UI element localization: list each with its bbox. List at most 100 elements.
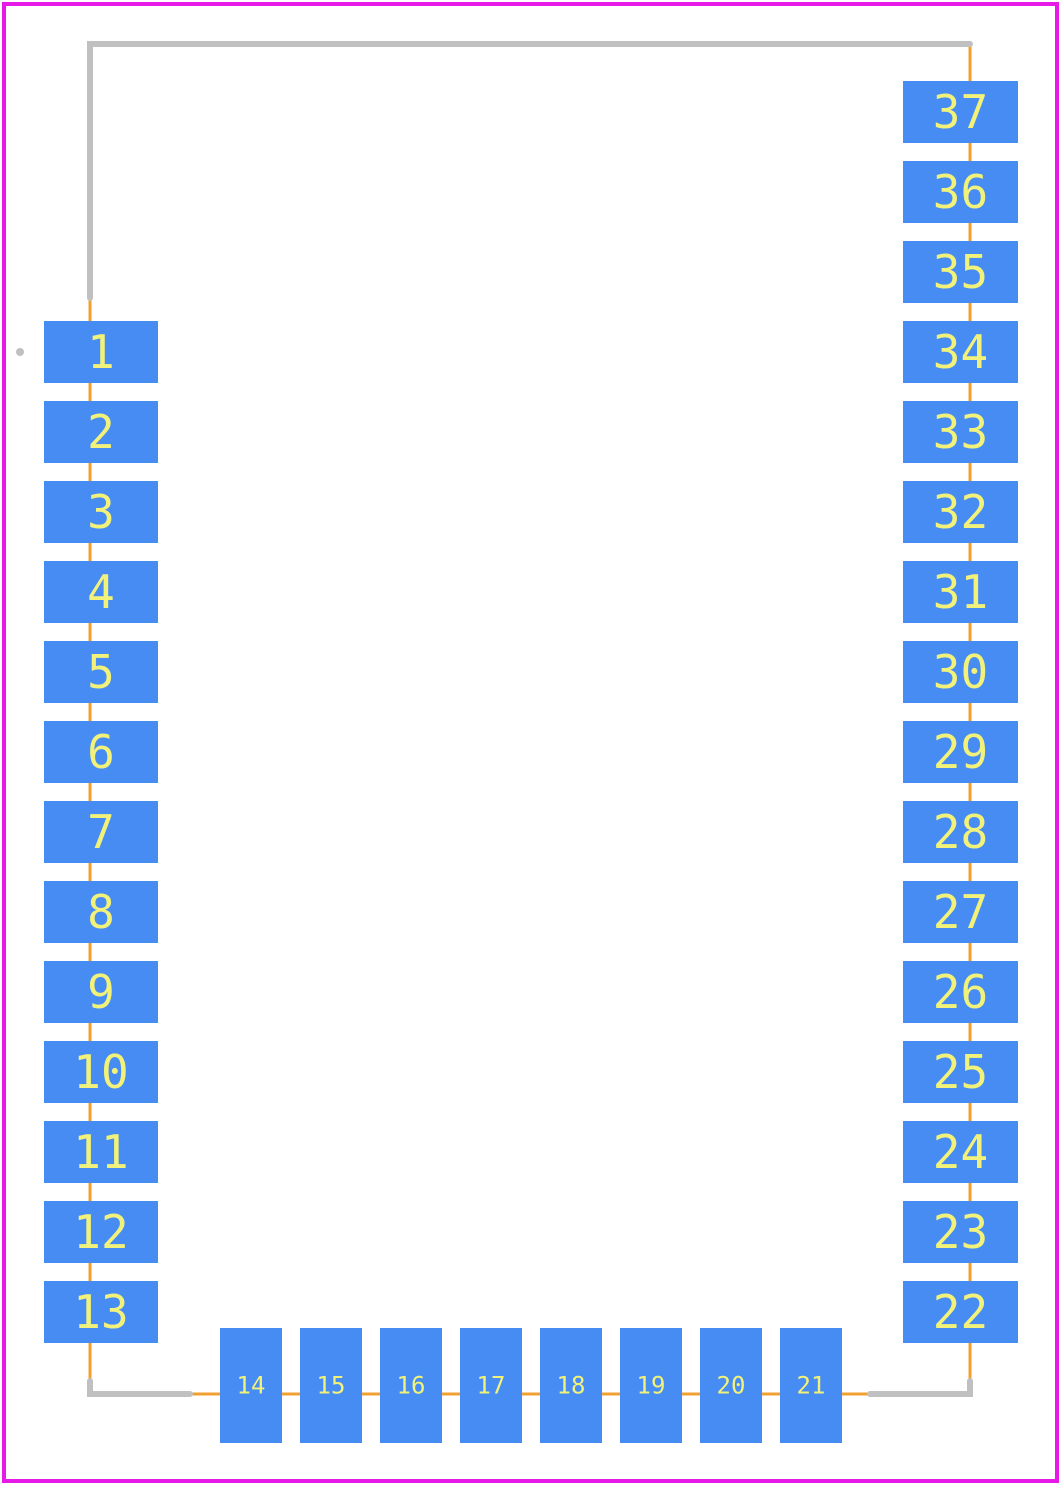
pad-label: 30 — [933, 645, 988, 699]
pad-26: 26 — [903, 961, 1018, 1023]
pad-label: 7 — [87, 805, 115, 859]
pad-7: 7 — [44, 801, 158, 863]
pad-5: 5 — [44, 641, 158, 703]
pad-label: 1 — [87, 325, 115, 379]
pad-13: 13 — [44, 1281, 158, 1343]
pad-23: 23 — [903, 1201, 1018, 1263]
pad-18: 18 — [540, 1328, 602, 1443]
pad-rect — [44, 321, 158, 383]
pad-17: 17 — [460, 1328, 522, 1443]
pad-rect — [44, 401, 158, 463]
pad-rect — [44, 721, 158, 783]
pad-22: 22 — [903, 1281, 1018, 1343]
pin1-marker — [16, 348, 24, 356]
pad-rect — [44, 1201, 158, 1263]
pad-label: 23 — [933, 1205, 988, 1259]
pad-rect — [903, 81, 1018, 143]
pad-label: 11 — [73, 1125, 128, 1179]
pad-28: 28 — [903, 801, 1018, 863]
pad-label: 34 — [933, 325, 988, 379]
pad-rect — [540, 1328, 602, 1443]
pad-label: 2 — [87, 405, 115, 459]
pad-25: 25 — [903, 1041, 1018, 1103]
pad-2: 2 — [44, 401, 158, 463]
pad-label: 29 — [933, 725, 988, 779]
pad-label: 12 — [73, 1205, 128, 1259]
pad-15: 15 — [300, 1328, 362, 1443]
pad-27: 27 — [903, 881, 1018, 943]
pad-33: 33 — [903, 401, 1018, 463]
pad-3: 3 — [44, 481, 158, 543]
pad-label: 10 — [73, 1045, 128, 1099]
pad-37: 37 — [903, 81, 1018, 143]
pad-36: 36 — [903, 161, 1018, 223]
pad-label: 37 — [933, 85, 988, 139]
silkscreen-outline — [87, 41, 973, 1397]
pad-rect — [44, 641, 158, 703]
pad-rect — [903, 1041, 1018, 1103]
pad-rect — [460, 1328, 522, 1443]
pad-rect — [700, 1328, 762, 1443]
pad-rect — [44, 481, 158, 543]
pad-label: 27 — [933, 885, 988, 939]
pad-16: 16 — [380, 1328, 442, 1443]
pad-rect — [44, 881, 158, 943]
pad-label: 15 — [317, 1372, 346, 1400]
pad-rect — [903, 1201, 1018, 1263]
pad-rect — [44, 801, 158, 863]
pad-rect — [903, 961, 1018, 1023]
pad-label: 25 — [933, 1045, 988, 1099]
pad-label: 18 — [557, 1372, 586, 1400]
pad-11: 11 — [44, 1121, 158, 1183]
pad-rect — [44, 561, 158, 623]
pad-34: 34 — [903, 321, 1018, 383]
pad-rect — [300, 1328, 362, 1443]
pad-label: 28 — [933, 805, 988, 859]
pad-31: 31 — [903, 561, 1018, 623]
pad-21: 21 — [780, 1328, 842, 1443]
pad-29: 29 — [903, 721, 1018, 783]
pad-6: 6 — [44, 721, 158, 783]
pad-label: 26 — [933, 965, 988, 1019]
pad-label: 35 — [933, 245, 988, 299]
pad-35: 35 — [903, 241, 1018, 303]
pad-label: 31 — [933, 565, 988, 619]
pad-label: 3 — [87, 485, 115, 539]
pad-rect — [903, 161, 1018, 223]
pad-rect — [620, 1328, 682, 1443]
pad-1: 1 — [44, 321, 158, 383]
pad-rect — [903, 1281, 1018, 1343]
pad-label: 16 — [397, 1372, 426, 1400]
pad-label: 19 — [637, 1372, 666, 1400]
pad-20: 20 — [700, 1328, 762, 1443]
pad-8: 8 — [44, 881, 158, 943]
pad-rect — [780, 1328, 842, 1443]
pad-4: 4 — [44, 561, 158, 623]
pad-label: 36 — [933, 165, 988, 219]
pad-rect — [380, 1328, 442, 1443]
pad-label: 4 — [87, 565, 115, 619]
pad-rect — [903, 241, 1018, 303]
pad-rect — [44, 1041, 158, 1103]
pad-rect — [903, 641, 1018, 703]
pad-rect — [903, 1121, 1018, 1183]
pad-rect — [220, 1328, 282, 1443]
pad-label: 33 — [933, 405, 988, 459]
pad-label: 21 — [797, 1372, 826, 1400]
pad-label: 5 — [87, 645, 115, 699]
pad-12: 12 — [44, 1201, 158, 1263]
assembly-outline — [88, 42, 972, 1396]
pad-rect — [903, 561, 1018, 623]
pad-14: 14 — [220, 1328, 282, 1443]
pad-label: 17 — [477, 1372, 506, 1400]
pad-label: 8 — [87, 885, 115, 939]
pad-label: 9 — [87, 965, 115, 1019]
pad-label: 6 — [87, 725, 115, 779]
pad-32: 32 — [903, 481, 1018, 543]
pad-rect — [44, 961, 158, 1023]
pad-label: 22 — [933, 1285, 988, 1339]
pad-label: 32 — [933, 485, 988, 539]
